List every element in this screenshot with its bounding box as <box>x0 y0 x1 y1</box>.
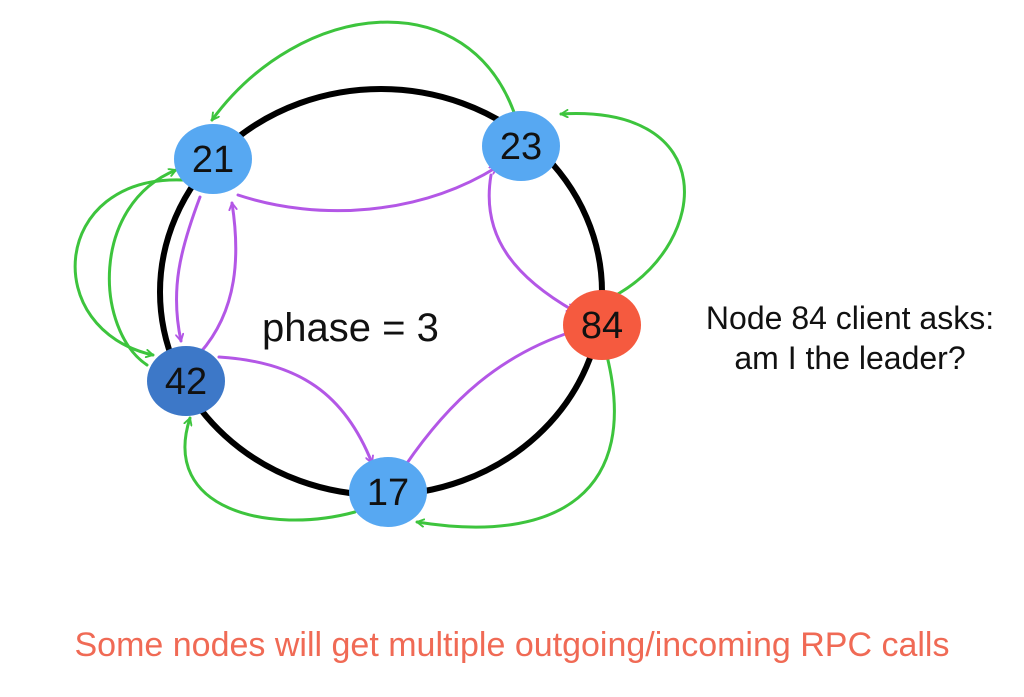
purple-edges <box>174 165 576 468</box>
node-17: 17 <box>349 457 427 527</box>
purple-edge-42-to-21 <box>198 201 236 355</box>
purple-edge-21-to-23 <box>236 165 499 213</box>
green-edge-84-to-23 <box>559 114 686 296</box>
node-42: 42 <box>147 346 225 416</box>
node-42-label: 42 <box>165 361 207 403</box>
node-21-label: 21 <box>192 139 234 181</box>
question-line-2: am I the leader? <box>734 340 966 376</box>
green-edge-84-to-17 <box>415 354 616 529</box>
green-edge-17-to-42 <box>185 416 357 522</box>
footer-caption: Some nodes will get multiple outgoing/in… <box>74 626 950 664</box>
green-edge-23-to-21 <box>210 20 518 122</box>
node-84-label: 84 <box>581 305 623 347</box>
node-84: 84 <box>563 290 641 360</box>
phase-label: phase = 3 <box>262 306 439 350</box>
node-23: 23 <box>482 111 560 181</box>
leader-question: Node 84 client asks: am I the leader? <box>660 298 1024 378</box>
purple-edge-17-to-84 <box>403 331 576 468</box>
purple-edge-42-to-17 <box>217 355 372 465</box>
node-23-label: 23 <box>500 126 542 168</box>
purple-edge-21-to-42 <box>174 195 202 343</box>
node-17-label: 17 <box>367 472 409 514</box>
question-line-1: Node 84 client asks: <box>705 300 995 336</box>
purple-edge-23-to-84 <box>487 173 576 313</box>
green-edges <box>73 20 686 529</box>
green-edge-21-to-42 <box>73 178 185 355</box>
node-21: 21 <box>174 124 252 194</box>
